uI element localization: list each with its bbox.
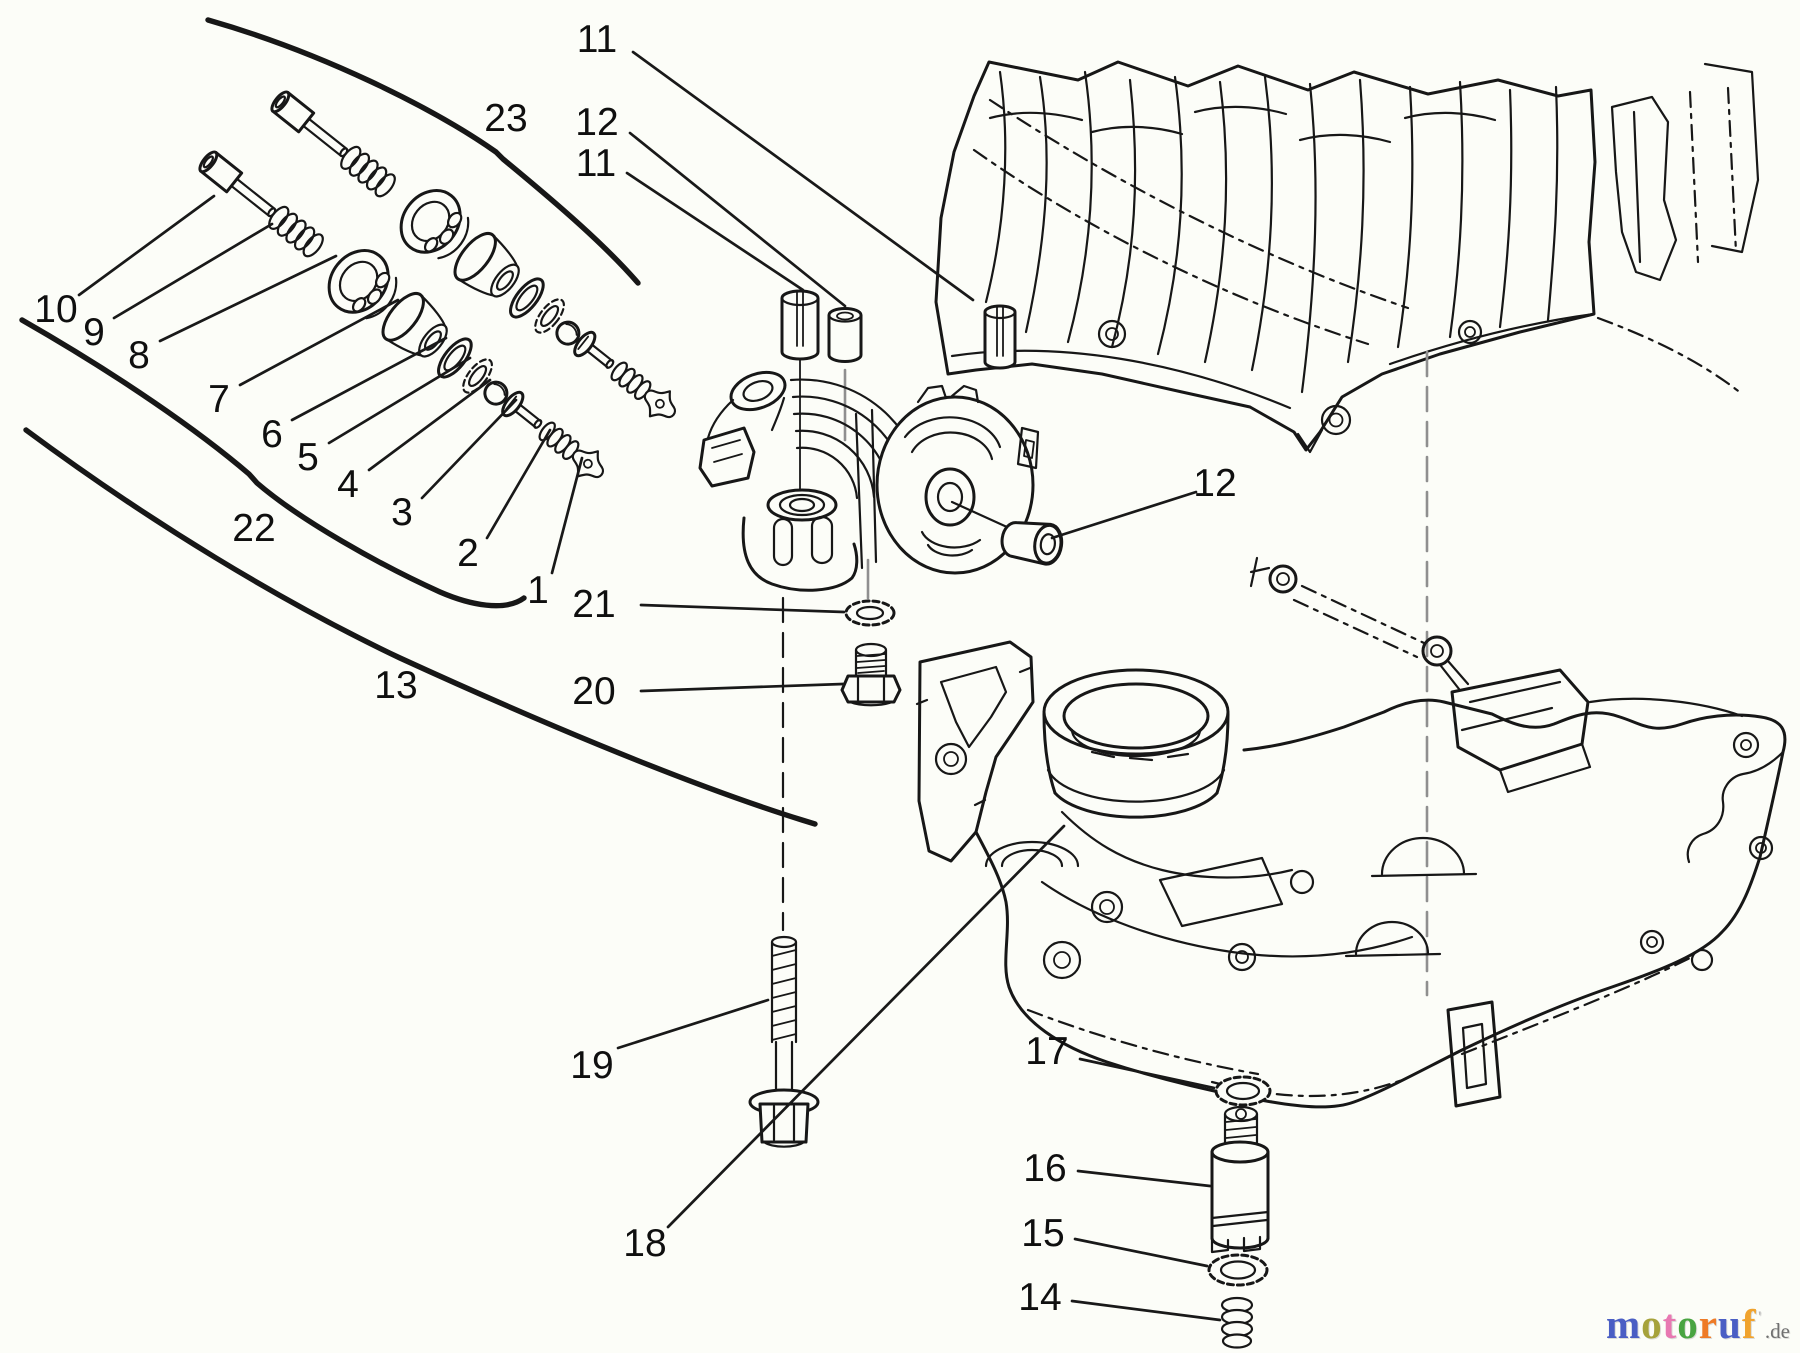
callout-1-13: 1 <box>527 569 549 612</box>
leader-line-11-0 <box>631 50 975 302</box>
callout-13-15: 13 <box>374 664 417 707</box>
callout-9-5: 9 <box>83 311 105 354</box>
leader-line-11-2 <box>625 171 805 292</box>
leader-line-21-16 <box>639 603 846 614</box>
leader-line-17-21 <box>1078 1057 1216 1090</box>
callout-8-6: 8 <box>128 334 150 377</box>
leader-line-3-11 <box>420 398 518 500</box>
filter-16 <box>1210 1105 1270 1254</box>
leader-line-2-12 <box>485 428 552 540</box>
callout-18-19: 18 <box>623 1222 666 1265</box>
logo-tick: ' <box>1757 1309 1763 1326</box>
roll-pin-left <box>780 289 820 361</box>
leader-layer <box>77 50 1222 1322</box>
leader-line-8-6 <box>158 254 338 343</box>
logo-letter: t <box>1662 1301 1678 1347</box>
pump-assembly <box>698 370 1040 592</box>
logo-letter: m <box>1605 1301 1642 1347</box>
callout-23-3: 23 <box>484 97 527 140</box>
leader-line-12-20 <box>1050 490 1198 540</box>
callout-19-18: 19 <box>570 1044 613 1087</box>
bore-sleeve-18 <box>1042 668 1230 819</box>
callout-7-7: 7 <box>208 378 230 421</box>
logo-letter: f <box>1741 1301 1757 1347</box>
lock-washer-21 <box>844 599 896 627</box>
logo-letter: u <box>1718 1301 1742 1347</box>
lower-case <box>915 556 1787 1109</box>
upper-housing <box>934 60 1760 454</box>
callout-12-1: 12 <box>575 101 618 144</box>
callout-5-9: 5 <box>297 436 319 479</box>
leader-line-15-23 <box>1073 1237 1209 1268</box>
motoruf-logo: motoruf'.de <box>1606 1304 1790 1345</box>
flange-bolt-19 <box>748 935 820 1148</box>
callout-10-4: 10 <box>34 288 77 331</box>
plug-20 <box>840 642 902 707</box>
callout-20-17: 20 <box>572 670 615 713</box>
brace-group-23 <box>205 17 641 286</box>
callout-2-12: 2 <box>457 532 479 575</box>
leader-line-16-22 <box>1076 1169 1212 1188</box>
callout-4-10: 4 <box>337 463 359 506</box>
bushing-12 <box>1000 521 1064 566</box>
callout-21-16: 21 <box>572 583 615 626</box>
leader-line-4-10 <box>367 378 492 472</box>
logo-letter: o <box>1641 1301 1663 1347</box>
callout-17-21: 17 <box>1025 1030 1068 1073</box>
callout-layer: 1112112310987654321221321201918121716151… <box>34 18 1236 1319</box>
logo-letter: r <box>1698 1301 1718 1347</box>
spring-14 <box>1220 1296 1254 1349</box>
brace-group-22 <box>19 317 527 609</box>
callout-6-8: 6 <box>261 413 283 456</box>
roll-pin-right <box>983 304 1017 370</box>
leader-line-10-4 <box>77 194 216 297</box>
leader-line-7-7 <box>238 298 400 387</box>
brace-group-13 <box>23 427 818 827</box>
callout-11-0: 11 <box>577 18 618 61</box>
logo-word: motoruf <box>1606 1304 1756 1345</box>
leader-line-19-18 <box>616 998 770 1050</box>
logo-suffix: .de <box>1764 1319 1790 1343</box>
callout-22-14: 22 <box>232 507 275 550</box>
leader-line-1-13 <box>550 456 584 575</box>
leader-line-6-8 <box>290 336 448 422</box>
callout-15-23: 15 <box>1021 1212 1064 1255</box>
logo-letter: o <box>1677 1301 1699 1347</box>
callout-14-24: 14 <box>1018 1276 1061 1319</box>
callout-12-20: 12 <box>1193 462 1236 505</box>
oring-17 <box>1214 1075 1272 1107</box>
leader-line-20-17 <box>639 682 845 693</box>
callout-3-11: 3 <box>391 491 413 534</box>
leader-line-9-5 <box>112 222 274 320</box>
leader-line-12-1 <box>628 131 847 308</box>
leader-line-18-19 <box>666 824 1066 1229</box>
callout-11-2: 11 <box>576 142 617 185</box>
dowel-pin-center <box>827 307 863 363</box>
leader-line-14-24 <box>1070 1299 1222 1322</box>
leader-line-5-9 <box>327 356 472 445</box>
ring-15 <box>1207 1253 1269 1287</box>
callout-16-22: 16 <box>1023 1147 1066 1190</box>
